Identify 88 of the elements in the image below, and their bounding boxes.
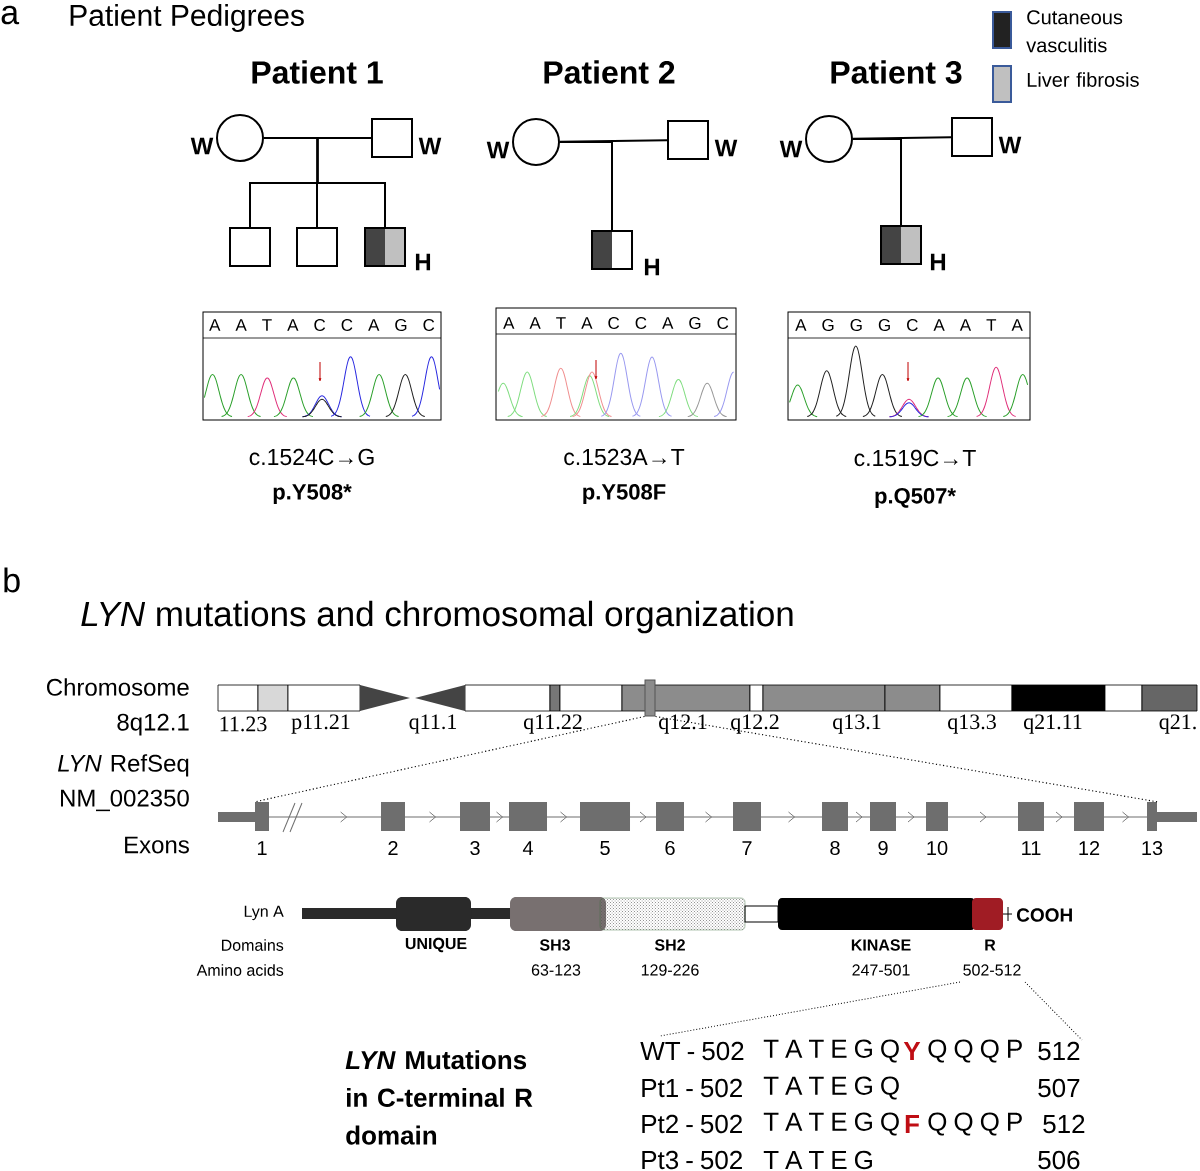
row-label: LYN RefSeq NM_002350 — [58, 754, 189, 812]
genotype-letter: H — [644, 258, 660, 276]
panel-letter: a — [1, 5, 20, 25]
pedigree-line — [263, 137, 386, 228]
square-symbol — [296, 227, 338, 267]
square-symbol — [229, 227, 271, 267]
circle-symbol — [216, 114, 264, 162]
panel-letter: b — [4, 567, 20, 593]
genotype-letter: W — [714, 139, 738, 157]
circle-symbol — [512, 118, 560, 166]
domain-label: KINASE — [851, 939, 911, 951]
band-label: q13.3 — [948, 714, 996, 734]
affected-square — [364, 227, 406, 267]
band-label: q13.1 — [833, 714, 881, 734]
panel-title: Patient Pedigrees — [70, 4, 304, 32]
sequence-text: Q Q Q P — [928, 1112, 1022, 1136]
domain-label: R — [985, 939, 996, 951]
band-label: q11.1 — [409, 714, 457, 734]
residue-range: 502-512 — [963, 964, 1021, 976]
sequence-text: Pt2 - 502 — [642, 1114, 742, 1134]
sequence-text: A G G G C A A T A — [795, 319, 1023, 332]
row-label: Chromosome 8q12.1 — [47, 678, 189, 736]
mutation-label: c.1523A→T — [564, 448, 685, 466]
circle-symbol — [805, 115, 853, 163]
row-label: Domains — [222, 939, 284, 951]
genotype-letter: H — [930, 253, 946, 271]
zoom-line — [254, 715, 646, 803]
sequence-text: 512 — [1043, 1114, 1085, 1134]
pedigree-title: Patient 1 — [252, 60, 383, 84]
genotype-letter: W — [486, 141, 510, 159]
band-marker — [644, 679, 656, 717]
pedigree-title: Patient 3 — [831, 60, 962, 84]
square-symbol — [667, 120, 709, 160]
sequence-text: 506 — [1038, 1150, 1080, 1170]
sequence-text: T A T E G Q — [763, 1076, 899, 1100]
row-label: Exons — [125, 836, 189, 854]
residue-range: 63-123 — [531, 964, 581, 976]
sequence-text: A A T A C C A G C — [503, 317, 729, 330]
affected-square — [880, 225, 922, 265]
genotype-letter: W — [190, 137, 214, 155]
residue-range: 129-226 — [641, 964, 699, 976]
sequence-text: Pt3 - 502 — [642, 1150, 742, 1170]
legend-label: Cutaneous vasculitis — [1026, 10, 1123, 53]
sequence-text: Pt1 - 502 — [642, 1078, 742, 1098]
panel-title: LYN mutations and chromosomal organization — [81, 600, 793, 634]
band-label: q21. — [1159, 714, 1196, 734]
genotype-letter: H — [415, 253, 431, 271]
genotype-letter: W — [779, 140, 803, 158]
gene-model-drawing — [218, 802, 1197, 833]
zoom-line — [654, 715, 1158, 803]
affected-square — [591, 230, 633, 270]
sequence-text: Y — [903, 1042, 921, 1060]
protein-change: p.Y508F — [583, 484, 666, 504]
genotype-letter: W — [998, 136, 1022, 154]
sequence-text: Q Q Q P — [928, 1039, 1022, 1063]
protein-change: p.Y508* — [273, 484, 352, 504]
pedigree-line — [852, 138, 902, 226]
sequence-text: F — [905, 1115, 919, 1133]
section-heading: LYN Mutations in C-terminal R domain — [345, 1050, 533, 1145]
residue-range: 247-501 — [852, 964, 910, 976]
sequence-text: T A T E G — [763, 1150, 872, 1170]
domain-label: UNIQUE — [405, 937, 467, 953]
sequence-text: A A T A C C A G C — [209, 319, 435, 332]
square-symbol — [371, 118, 413, 158]
row-label: Amino acids — [196, 964, 284, 976]
mutation-label: c.1519C→T — [854, 449, 976, 467]
band-label: q12.1 — [659, 714, 707, 734]
sequence-text: 512 — [1038, 1041, 1080, 1061]
domain-label: SH2 — [654, 939, 685, 951]
row-label: Lyn A — [244, 905, 284, 921]
genotype-letter: W — [418, 137, 442, 155]
band-label: q12.2 — [731, 714, 779, 734]
sequence-text: T A T E G Q — [763, 1039, 899, 1063]
terminus-label: COOH — [1017, 908, 1072, 922]
domain-label: SH3 — [539, 939, 570, 951]
band-label: 11.23 — [220, 716, 267, 732]
band-label: p11.21 — [291, 714, 350, 734]
pedigree-line — [559, 141, 613, 231]
sequence-text: WT - 502 — [640, 1041, 744, 1061]
band-label: q21.11 — [1023, 714, 1082, 734]
band-label: q11.22 — [523, 714, 582, 734]
protein-change: p.Q507* — [875, 488, 956, 508]
pedigree-title: Patient 2 — [544, 60, 675, 84]
square-symbol — [951, 117, 993, 157]
mutation-label: c.1524C→G — [249, 448, 374, 466]
sequence-text: 507 — [1038, 1078, 1080, 1098]
sequence-text: T A T E G Q — [763, 1112, 899, 1136]
legend-label: Liver fibrosis — [1027, 72, 1139, 87]
